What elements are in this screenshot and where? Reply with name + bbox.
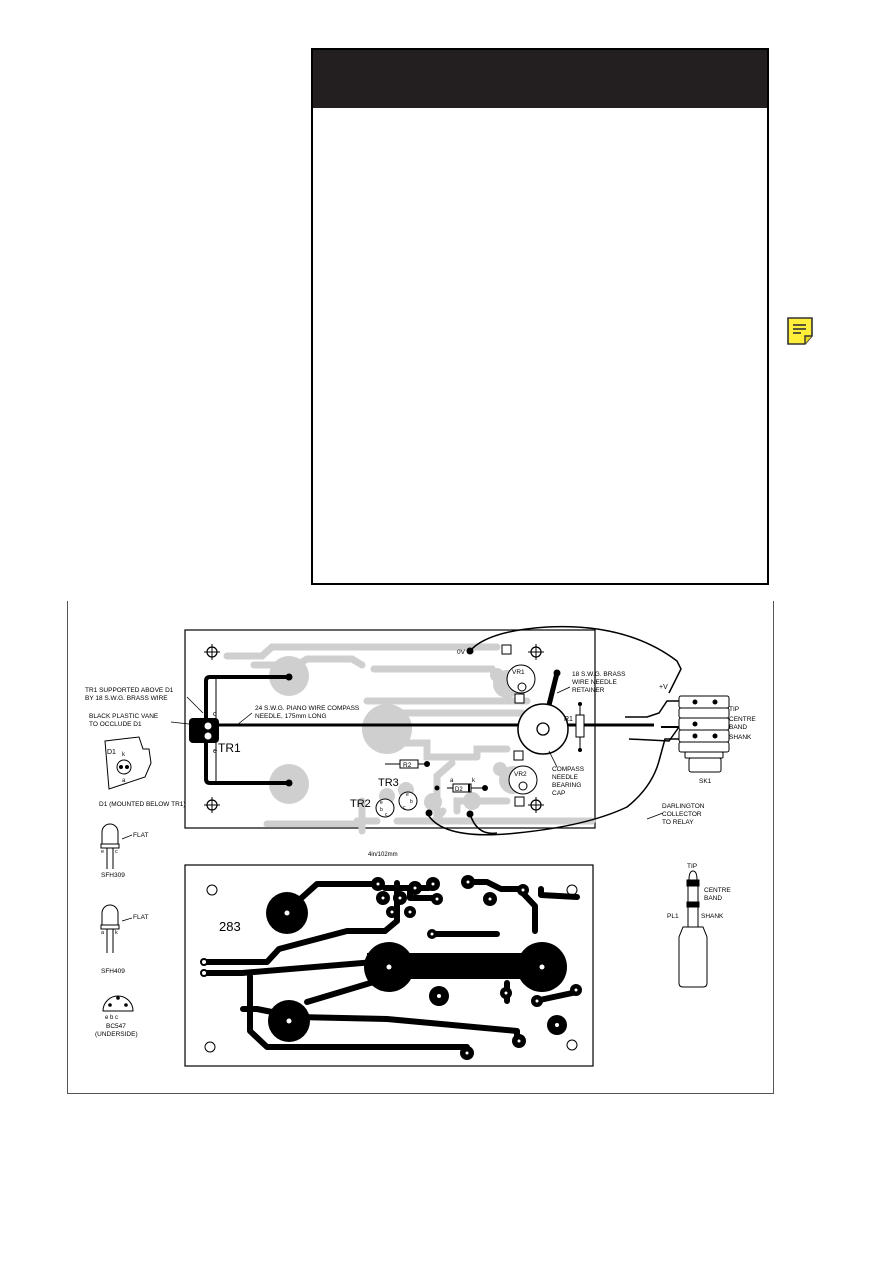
sfh309-label: SFH309: [101, 872, 125, 879]
sfh409-pin-a: a: [101, 930, 105, 936]
svg-text:b: b: [410, 799, 413, 805]
pl1-tip-label: TIP: [687, 863, 697, 870]
bearing-cap-line3: BEARING: [552, 782, 581, 789]
sfh409-pin-k: k: [115, 930, 118, 936]
sfh309-pin-e: e: [101, 849, 104, 855]
bc547-pins-label: e b c: [105, 1015, 118, 1021]
bc547-underside-label: (UNDERSIDE): [95, 1031, 138, 1038]
bearing-cap-line4: CAP: [552, 790, 565, 797]
diagram-frame: [67, 601, 774, 1094]
retainer-line1: 18 S.W.G. BRASS: [572, 671, 626, 678]
tr3-label: TR3: [378, 777, 399, 789]
r1-resistor: [575, 702, 585, 752]
pl1-label: PL1: [667, 913, 679, 920]
r2-label: R2: [403, 762, 412, 769]
text-panel: [311, 48, 769, 585]
black-vane-line1: BLACK PLASTIC VANE: [89, 713, 159, 720]
bearing-cap-line1: COMPASS: [552, 766, 585, 773]
tr1-pin-c: c: [213, 709, 217, 718]
wiring: [204, 625, 682, 836]
d1-pin-k: k: [122, 752, 126, 758]
bc547-outline: [102, 995, 134, 1012]
black-vane-line2: TO OCCLUDE D1: [89, 721, 142, 728]
d1-detail: [104, 736, 152, 790]
panel-header-bar: [313, 50, 767, 108]
d1-pin-a: a: [122, 778, 126, 784]
svg-text:c: c: [403, 805, 406, 811]
sk1-label: SK1: [699, 778, 712, 785]
pointer-lines: [170, 686, 664, 820]
foil-drill-holes: [202, 880, 578, 1055]
darlington-line2: COLLECTOR: [662, 811, 702, 818]
sfh409-flat-label: FLAT: [133, 914, 148, 921]
bc547-label: BC547: [106, 1023, 126, 1030]
d1-mounted-label: D1 (MOUNTED BELOW TR1): [99, 801, 186, 808]
tr2-label: TR2: [350, 798, 371, 810]
d1-label: D1: [107, 749, 116, 756]
pl1-shank-label: SHANK: [701, 913, 724, 920]
tr3-transistor: ebc: [398, 791, 418, 811]
svg-text:b: b: [380, 807, 383, 813]
dimension-label: 4in/102mm: [368, 852, 398, 858]
note-icon[interactable]: [787, 317, 813, 345]
r1-label: R1: [564, 716, 573, 723]
sk1-band-label: BAND: [729, 724, 747, 731]
needle-line1: 24 S.W.G. PIANO WIRE COMPASS: [255, 705, 360, 712]
svg-text:e: e: [406, 792, 409, 798]
tr1-support-line1: TR1 SUPPORTED ABOVE D1: [85, 687, 174, 694]
svg-text:c: c: [385, 812, 388, 818]
board-number: 283: [219, 919, 241, 934]
d2-diode: [447, 783, 485, 793]
tr1-black-vane: [189, 718, 219, 743]
sfh409-led-outline: [100, 904, 133, 953]
retainer-line3: RETAINER: [572, 687, 605, 694]
d2-label: D2: [455, 787, 463, 793]
zero-v-label: 0V: [457, 649, 466, 656]
sfh309-led-outline: [100, 823, 133, 869]
pl1-band-label: BAND: [704, 895, 722, 902]
retainer-line2: WIRE NEEDLE: [572, 679, 617, 686]
pl1-centre-label: CENTRE: [704, 887, 731, 894]
tr2-transistor: ebc: [375, 798, 395, 818]
sk1-tip-label: TIP: [729, 706, 739, 713]
sfh309-pin-c: c: [115, 849, 118, 855]
r2-resistor: [385, 759, 429, 769]
vr1-preset: [501, 644, 536, 704]
pcb-assembly-diagram: c e TR1 VR1 VR2 R1 R2 D2 a k: [85, 625, 756, 1067]
d2-pin-a: a: [450, 778, 454, 784]
sk1-centre-label: CENTRE: [729, 716, 756, 723]
sk1-shank-label: SHANK: [729, 734, 752, 741]
bearing-cap-line2: NEEDLE: [552, 774, 579, 781]
vr1-label: VR1: [512, 669, 525, 676]
tr1-support-line2: BY 18 S.W.G. BRASS WIRE: [85, 695, 168, 702]
plus-v-label: +V: [659, 684, 668, 691]
sfh309-flat-label: FLAT: [133, 832, 148, 839]
sfh409-label: SFH409: [101, 968, 125, 975]
darlington-line3: TO RELAY: [662, 819, 694, 826]
svg-text:e: e: [380, 800, 383, 806]
vr2-preset: [508, 750, 538, 807]
needle-line2: NEEDLE, 175mm LONG: [255, 713, 327, 720]
darlington-line1: DARLINGTON: [662, 803, 705, 810]
pl1-jack-plug: [678, 870, 708, 988]
tr1-label: TR1: [218, 741, 241, 755]
sk1-socket: [678, 695, 730, 773]
foil-mounting-holes: [204, 884, 578, 1053]
vr2-label: VR2: [514, 771, 527, 778]
tr1-pin-e: e: [213, 746, 217, 755]
d2-pin-k: k: [472, 778, 476, 784]
